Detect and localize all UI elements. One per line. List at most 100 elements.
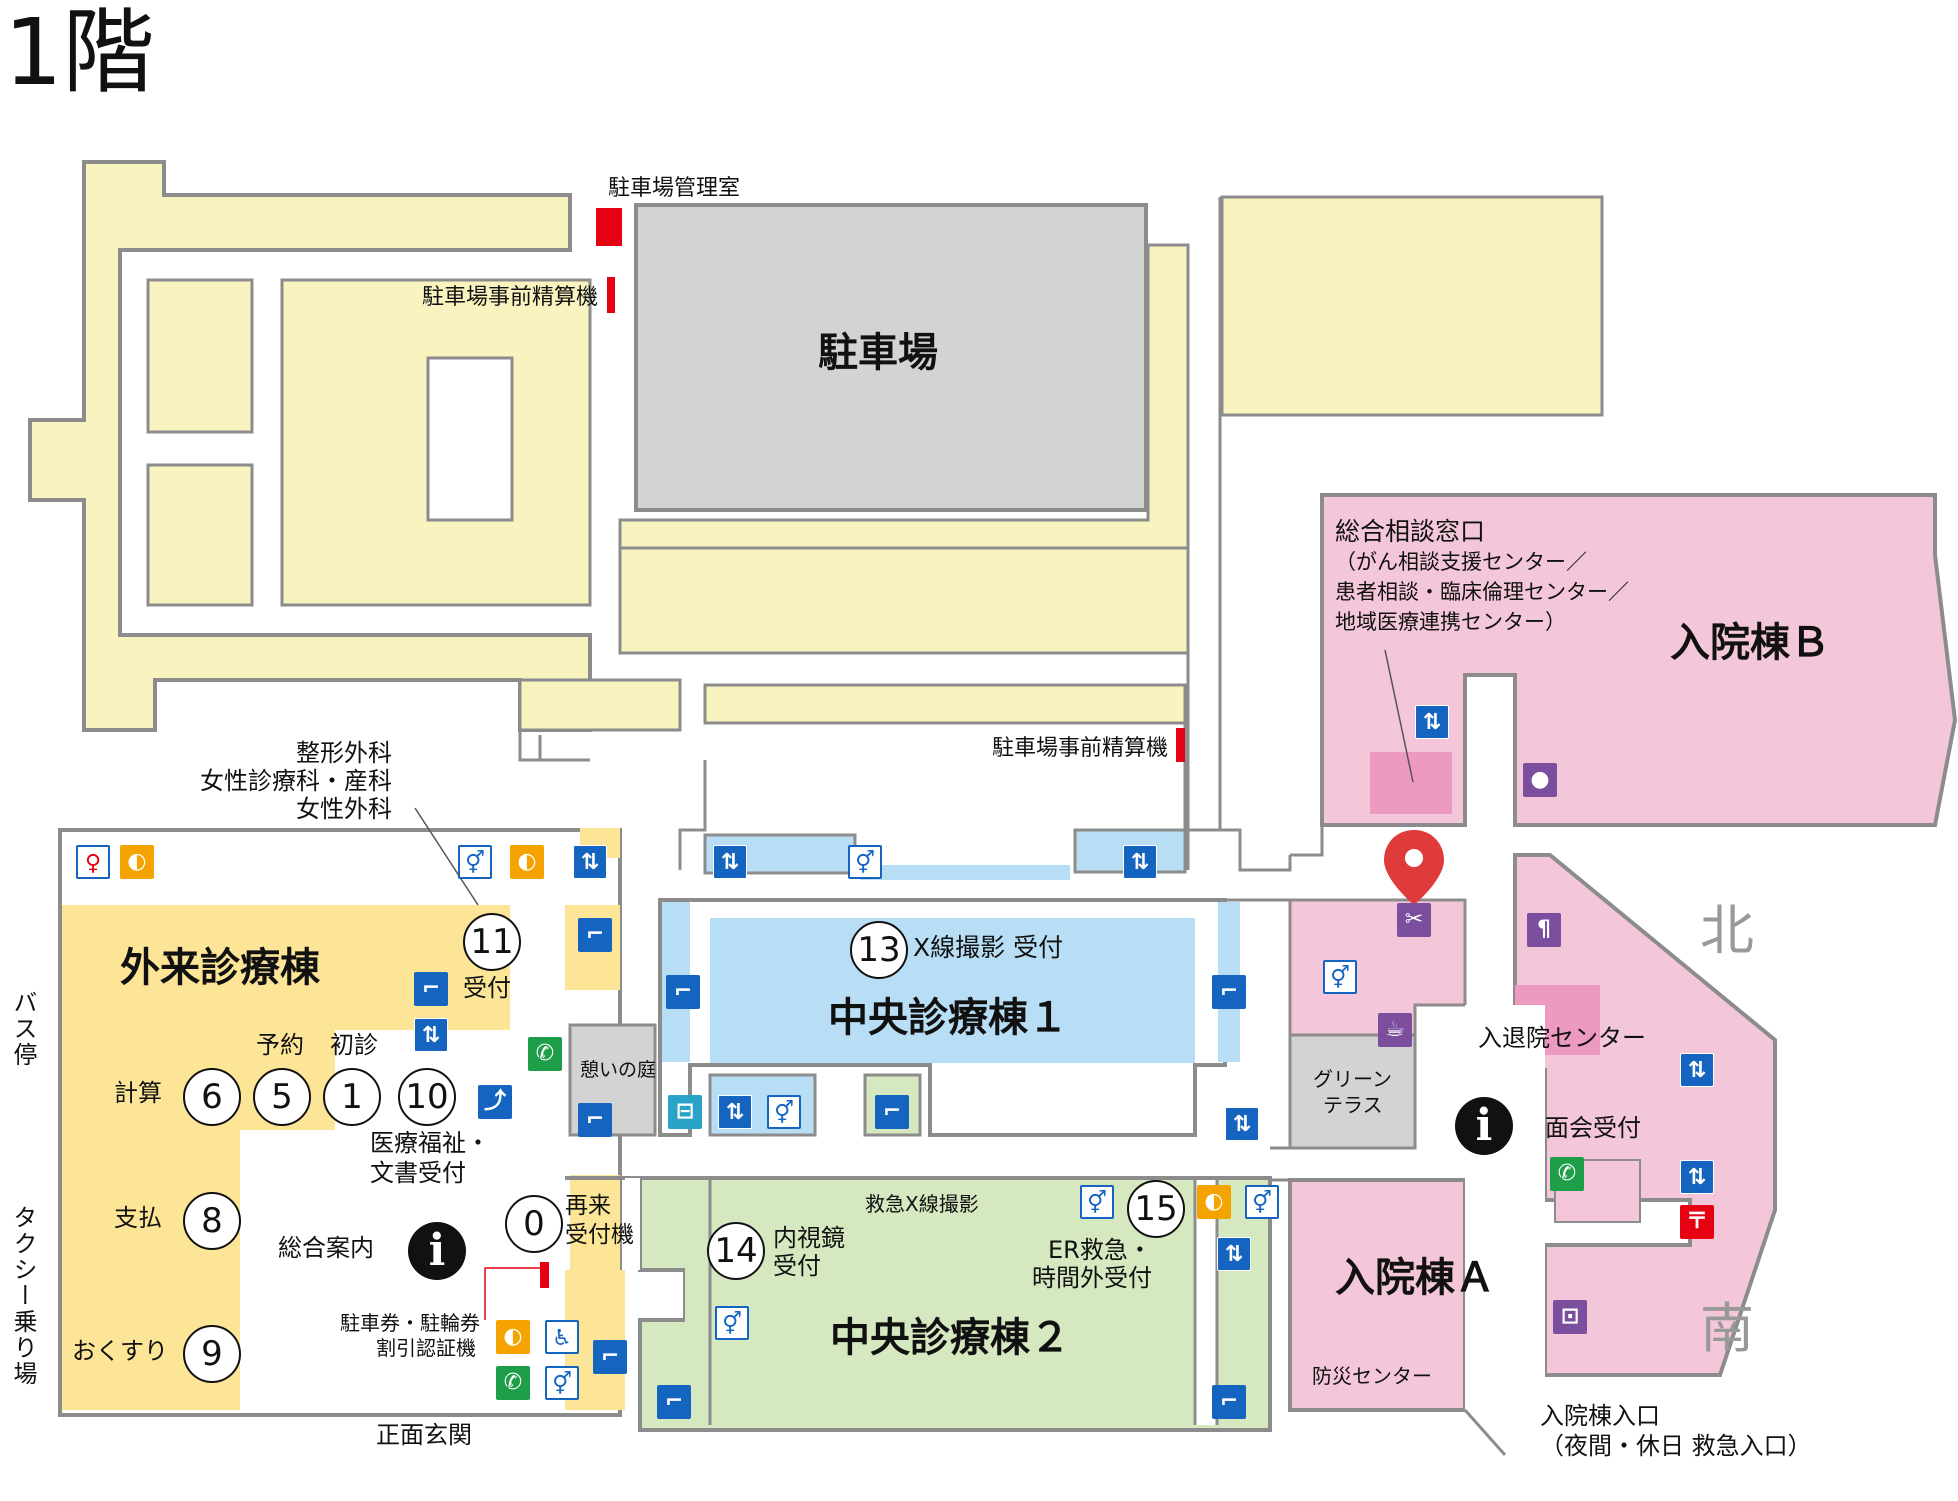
south-label: 南 bbox=[1700, 1297, 1754, 1360]
restaurant-icon: ¶ bbox=[1527, 913, 1561, 947]
central2-label: 中央診療棟２ bbox=[830, 1315, 1070, 1361]
restroom-icon: ⚥ bbox=[1323, 960, 1357, 994]
accessible-restroom-icon: ♿ bbox=[545, 1320, 579, 1354]
parking-validation-label-1: 駐車券・駐輪券 bbox=[340, 1311, 480, 1335]
green-terrace-label-1: グリーン bbox=[1313, 1067, 1392, 1091]
baby-changing-icon: ◐ bbox=[120, 845, 154, 879]
parking-office-label: 駐車場管理室 bbox=[608, 176, 741, 201]
prepay-machine-label-1: 駐車場事前精算機 bbox=[422, 285, 599, 310]
visitor-info-icon: i bbox=[1455, 1097, 1513, 1155]
number-14: 14 bbox=[707, 1222, 765, 1280]
revisit-label-2: 受付機 bbox=[565, 1222, 634, 1248]
stairs-icon: ⌐ bbox=[666, 975, 700, 1009]
barber-icon: ✂ bbox=[1397, 903, 1431, 937]
taxi-label: タクシー乗り場 bbox=[9, 1205, 37, 1387]
green-terrace-label-2: テラス bbox=[1323, 1093, 1383, 1117]
shop-icon: ⊡ bbox=[1553, 1300, 1587, 1334]
visitor-reception-label: 面会受付 bbox=[1545, 1114, 1641, 1142]
bus-stop-label: バス停 bbox=[9, 990, 37, 1068]
stairs-icon: ⌐ bbox=[1212, 1385, 1246, 1419]
post-box-icon: 〒 bbox=[1680, 1205, 1714, 1239]
restroom-icon: ⚥ bbox=[458, 845, 492, 879]
current-location-pin bbox=[1384, 830, 1444, 905]
elevator-icon: ⇅ bbox=[1225, 1107, 1259, 1141]
elevator-icon: ⇅ bbox=[1217, 1237, 1251, 1271]
general-info-icon: i bbox=[408, 1222, 466, 1280]
prepay-machine-marker-2 bbox=[1176, 728, 1185, 762]
welfare-label-1: 医療福祉・ bbox=[370, 1129, 490, 1157]
central1-label: 中央診療棟１ bbox=[828, 995, 1068, 1041]
parking-building-label: 駐車場 bbox=[818, 330, 938, 376]
restroom-icon: ⚥ bbox=[848, 845, 882, 879]
number-0: 0 bbox=[505, 1195, 563, 1253]
number-15: 15 bbox=[1127, 1180, 1185, 1238]
stairs-icon: ⌐ bbox=[578, 1103, 612, 1137]
emergency-xray-label: 救急X線撮影 bbox=[865, 1192, 979, 1216]
disaster-center-label: 防災センター bbox=[1312, 1364, 1432, 1388]
ward-entrance-label-2: （夜間・休日 救急入口） bbox=[1540, 1432, 1812, 1460]
ward-b-label: 入院棟Ｂ bbox=[1670, 620, 1830, 666]
number-1: 1 bbox=[323, 1068, 381, 1126]
consult-line1: （がん相談支援センター／ bbox=[1335, 550, 1587, 574]
escalator-icon: ⤴ bbox=[478, 1085, 512, 1119]
elevator-icon: ⇅ bbox=[414, 1018, 448, 1052]
parking-building bbox=[634, 203, 1148, 512]
number-11: 11 bbox=[463, 913, 521, 971]
elevator-icon: ⇅ bbox=[1680, 1053, 1714, 1087]
elevator-icon: ⇅ bbox=[1123, 845, 1157, 879]
prayer-room-icon: ● bbox=[1523, 763, 1557, 797]
number-13: 13 bbox=[850, 921, 908, 979]
phone-icon: ✆ bbox=[528, 1037, 562, 1071]
baby-changing-icon: ◐ bbox=[496, 1320, 530, 1354]
baby-changing-icon: ◐ bbox=[1197, 1185, 1231, 1219]
consult-line3: 地域医療連携センター） bbox=[1335, 610, 1566, 634]
ward-a-label: 入院棟Ａ bbox=[1335, 1255, 1495, 1301]
elevator-icon: ⇅ bbox=[573, 845, 607, 879]
er-label-1: ER救急・ bbox=[1048, 1236, 1152, 1264]
number-9: 9 bbox=[183, 1325, 241, 1383]
number-8: 8 bbox=[183, 1192, 241, 1250]
elevator-icon: ⇅ bbox=[1415, 705, 1449, 739]
elevator-icon: ⇅ bbox=[713, 845, 747, 879]
revisit-label-1: 再来 bbox=[565, 1193, 611, 1219]
consult-title: 総合相談窓口 bbox=[1335, 517, 1486, 546]
parking-validation-label-2: 割引認証機 bbox=[376, 1336, 476, 1360]
prepay-machine-marker-1 bbox=[607, 277, 615, 313]
stairs-icon: ⌐ bbox=[875, 1095, 909, 1129]
xray-reception-label: X線撮影 受付 bbox=[913, 933, 1064, 962]
prepay-machine-label-2: 駐車場事前精算機 bbox=[992, 736, 1169, 761]
medicine-label: おくすり bbox=[72, 1337, 168, 1365]
endoscopy-label-1: 内視鏡 bbox=[773, 1224, 845, 1252]
ortho-label-1: 整形外科 bbox=[296, 739, 392, 767]
validation-machine-marker bbox=[540, 1262, 549, 1288]
locker-icon: ⊟ bbox=[668, 1095, 702, 1129]
phone-icon: ✆ bbox=[496, 1366, 530, 1400]
endoscopy-label-2: 受付 bbox=[773, 1252, 821, 1280]
restroom-icon: ⚥ bbox=[545, 1366, 579, 1400]
stairs-icon: ⌐ bbox=[593, 1340, 627, 1374]
elevator-icon: ⇅ bbox=[1680, 1160, 1714, 1194]
main-entrance-label: 正面玄関 bbox=[376, 1421, 472, 1449]
north-label: 北 bbox=[1700, 899, 1754, 962]
consult-line2: 患者相談・臨床倫理センター／ bbox=[1335, 580, 1629, 604]
womens-restroom-icon: ♀ bbox=[76, 845, 110, 879]
ortho-label-2: 女性診療科・産科 bbox=[200, 767, 392, 795]
pay-label: 支払 bbox=[114, 1204, 162, 1232]
stairs-icon: ⌐ bbox=[414, 972, 448, 1006]
baby-changing-icon: ◐ bbox=[510, 845, 544, 879]
admission-center-label: 入退院センター bbox=[1478, 1024, 1646, 1052]
stairs-icon: ⌐ bbox=[657, 1385, 691, 1419]
restroom-icon: ⚥ bbox=[715, 1306, 749, 1340]
er-label-2: 時間外受付 bbox=[1032, 1264, 1152, 1292]
number-5: 5 bbox=[253, 1068, 311, 1126]
phone-icon: ✆ bbox=[1550, 1157, 1584, 1191]
stairs-icon: ⌐ bbox=[578, 918, 612, 952]
outpatient-label: 外来診療棟 bbox=[120, 945, 320, 991]
ortho-label-3: 女性外科 bbox=[296, 795, 392, 823]
floor-title: 1階 bbox=[4, 0, 155, 106]
first-visit-label: 初診 bbox=[330, 1031, 378, 1059]
